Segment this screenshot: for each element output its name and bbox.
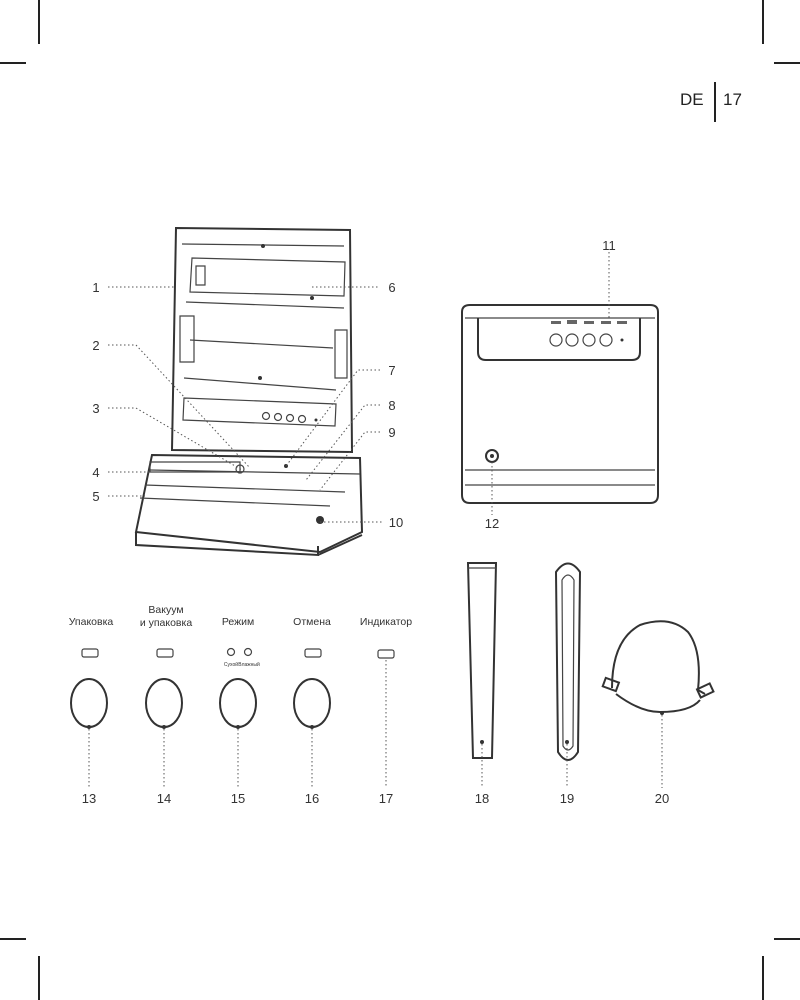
crop-mark-top-left-h [0, 62, 26, 64]
label-pack: Упаковка [69, 616, 114, 628]
button-diagram-16 [293, 648, 331, 729]
sealer-open-illustration [134, 226, 364, 557]
callout-19: 19 [560, 791, 574, 806]
label-cancel: Отмена [293, 616, 331, 628]
callout-8: 8 [388, 398, 395, 413]
callout-17: 17 [379, 791, 393, 806]
button-diagram-13 [70, 648, 108, 729]
label-vacuum-1: Вакуум [148, 604, 183, 616]
callout-14: 14 [157, 791, 171, 806]
callout-12: 12 [485, 516, 499, 531]
callout-7: 7 [388, 363, 395, 378]
callout-11: 11 [602, 238, 616, 253]
callout-5: 5 [92, 489, 99, 504]
crop-mark-top-left-v [38, 0, 40, 44]
crop-mark-bottom-right-h [774, 938, 800, 940]
accessory-20-hose [601, 620, 715, 715]
callout-13: 13 [82, 791, 96, 806]
crop-mark-bottom-left-h [0, 938, 26, 940]
accessory-18-cylinder [466, 562, 498, 759]
callout-18: 18 [475, 791, 489, 806]
label-vacuum-2: и упаковка [140, 617, 193, 629]
crop-mark-top-right-h [774, 62, 800, 64]
callout-9: 9 [388, 425, 395, 440]
label-mode: Режим [222, 616, 254, 628]
callout-6: 6 [388, 280, 395, 295]
button-diagram-15 [219, 647, 257, 729]
language-code: DE [680, 90, 704, 109]
label-mode-dry: Сухой [224, 661, 238, 668]
callout-10: 10 [389, 515, 403, 530]
leader-lines [88, 252, 663, 788]
sealer-top-illustration [461, 304, 659, 504]
label-mode-wet: Влажный [238, 661, 260, 668]
label-indicator: Индикатор [360, 616, 412, 628]
indicator-diagram-17 [377, 649, 395, 659]
crop-mark-top-right-v [762, 0, 764, 44]
page-number: 17 [723, 90, 742, 109]
crop-mark-bottom-right-v [762, 956, 764, 1000]
accessory-19-seal-gasket [554, 562, 582, 761]
callout-15: 15 [231, 791, 245, 806]
callout-2: 2 [92, 338, 99, 353]
callout-4: 4 [92, 465, 99, 480]
header-divider [714, 82, 716, 122]
callout-16: 16 [305, 791, 319, 806]
button-diagram-14 [145, 648, 183, 729]
callout-20: 20 [655, 791, 669, 806]
crop-mark-bottom-left-v [38, 956, 40, 1000]
callout-3: 3 [92, 401, 99, 416]
callout-1: 1 [92, 280, 99, 295]
